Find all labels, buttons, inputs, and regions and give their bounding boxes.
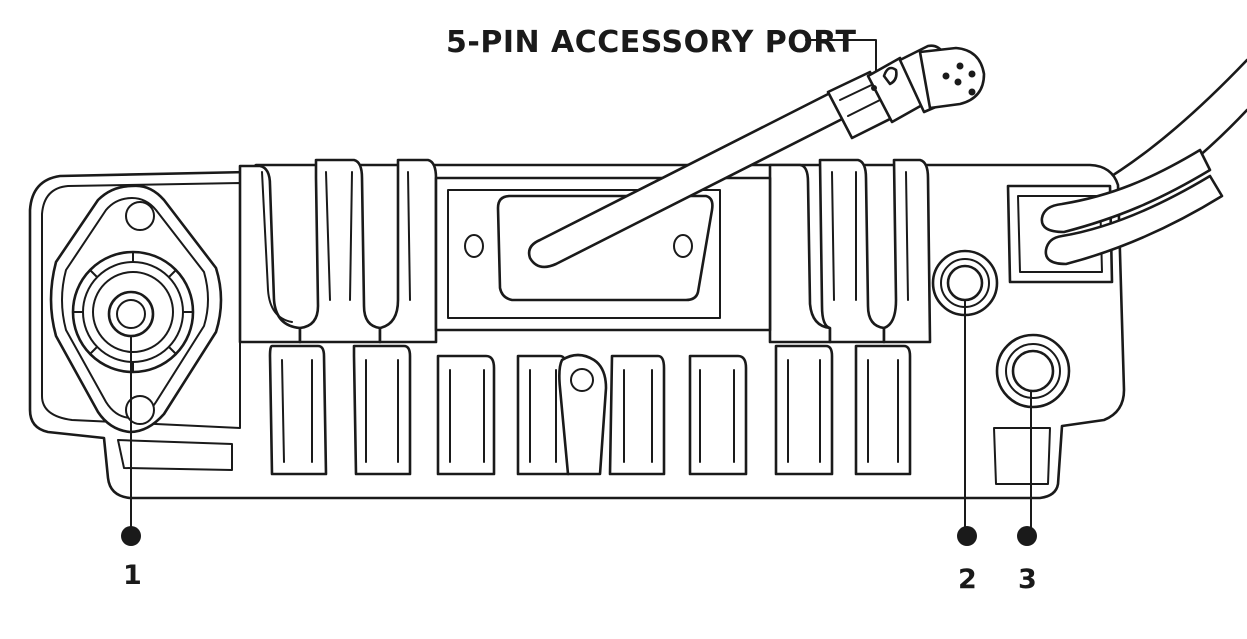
antenna-connector [49,184,223,434]
mount-hole-bottom [125,395,155,425]
callout-label-3: 3 [1018,564,1037,595]
callout-label-1: 1 [123,560,142,591]
jack-3 [995,333,1071,409]
panel-screw-right [673,234,693,258]
callout-label-2: 2 [958,564,977,595]
mount-hole-top [125,201,155,231]
callout-2 [957,299,977,546]
heat-sink-fins-lower [268,344,912,476]
jack-2 [931,249,999,317]
accessory-port-leader-line [805,39,877,73]
center-connector-panel [434,176,772,332]
panel-screw-left [464,234,484,258]
heat-sink-fins-upper [238,158,932,344]
center-mount-screw [570,368,594,392]
cable-housing [1006,148,1224,284]
accessory-cable-plug [527,44,986,269]
callout-1 [121,335,141,546]
accessory-port-label: 5-PIN ACCESSORY PORT [446,25,857,60]
callout-3 [1017,391,1037,546]
